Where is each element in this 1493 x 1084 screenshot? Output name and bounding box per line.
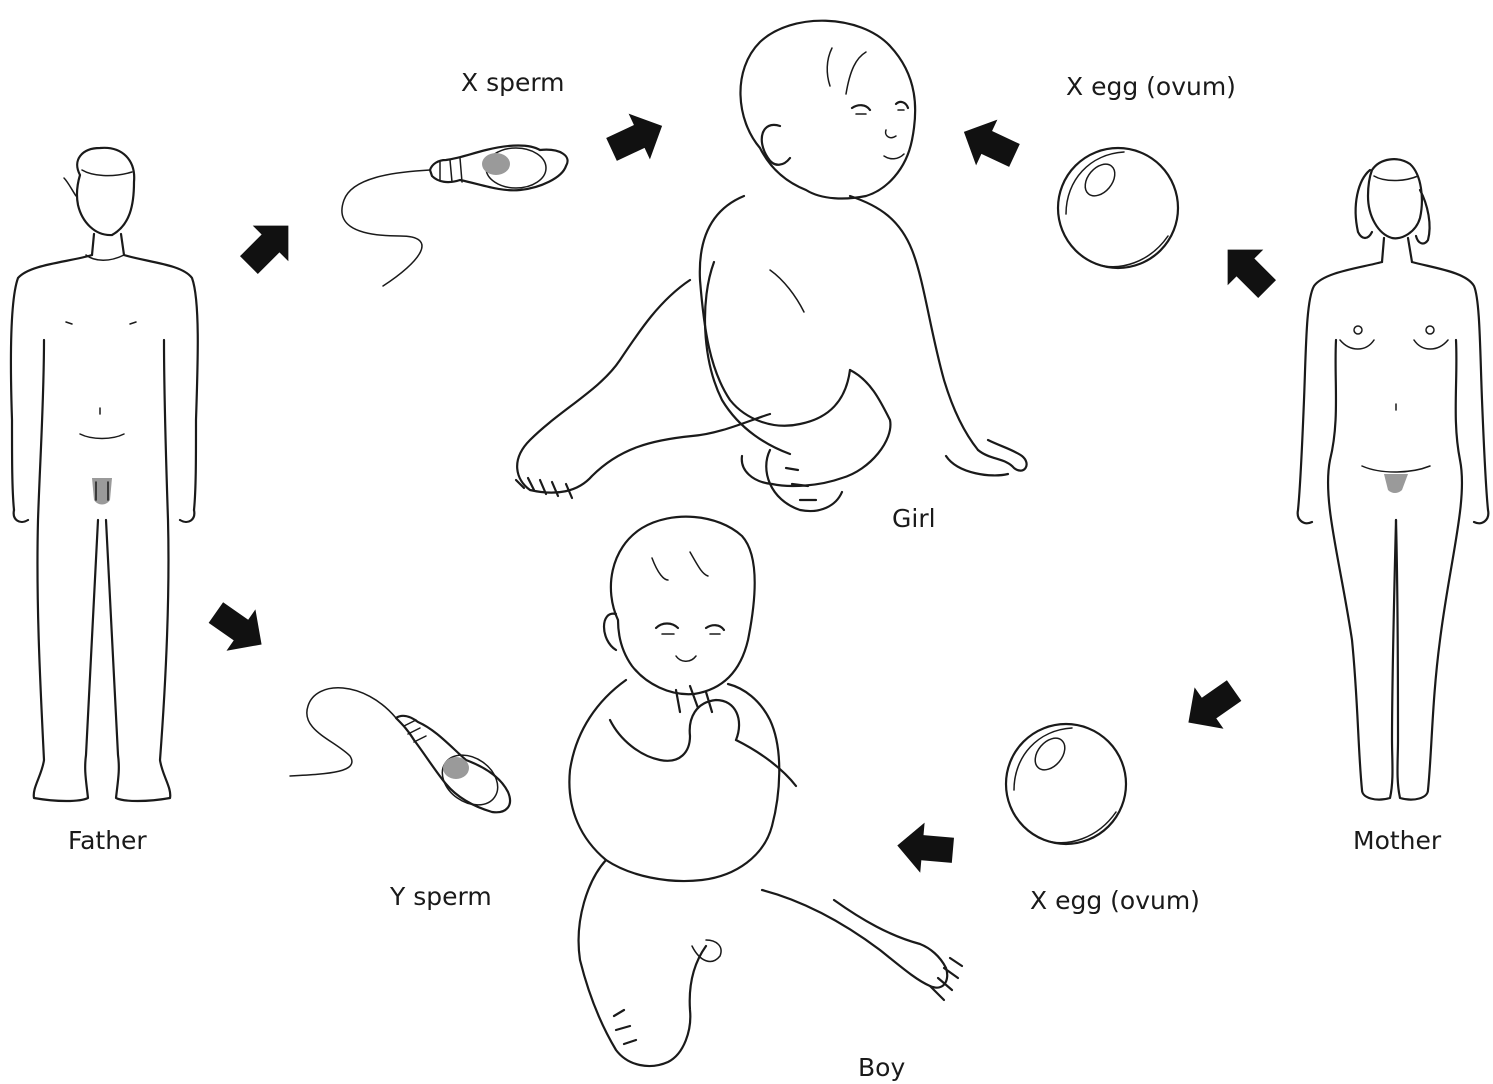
boy-baby-figure (569, 517, 962, 1066)
x-egg-bottom-label: X egg (ovum) (1030, 888, 1200, 913)
x-sperm-cell (342, 146, 568, 287)
boy-label: Boy (858, 1055, 905, 1080)
x-egg-cell-top (1058, 148, 1178, 268)
x-sperm-label: X sperm (461, 70, 565, 95)
x-egg-top-label: X egg (ovum) (1066, 74, 1236, 99)
y-sperm-label: Y sperm (390, 884, 492, 909)
mother-figure (1298, 159, 1489, 799)
girl-baby-figure (516, 21, 1027, 511)
arrow-icon-mother-to-x-egg-bottom (1174, 670, 1249, 743)
arrow-icon-father-to-y-sperm (201, 592, 276, 665)
arrow-icon-x-sperm-to-girl (601, 103, 673, 172)
arrow-icon-x-egg-to-boy (895, 820, 955, 875)
father-figure (11, 148, 198, 801)
mother-label: Mother (1353, 828, 1441, 853)
y-sperm-cell (290, 688, 510, 815)
x-egg-cell-bottom (1006, 724, 1126, 844)
arrow-icon-x-egg-to-girl (953, 109, 1025, 178)
arrow-icon-father-to-x-sperm (231, 208, 306, 283)
father-label: Father (68, 828, 147, 853)
arrow-icon-mother-to-x-egg (1210, 232, 1285, 307)
girl-label: Girl (892, 506, 936, 531)
